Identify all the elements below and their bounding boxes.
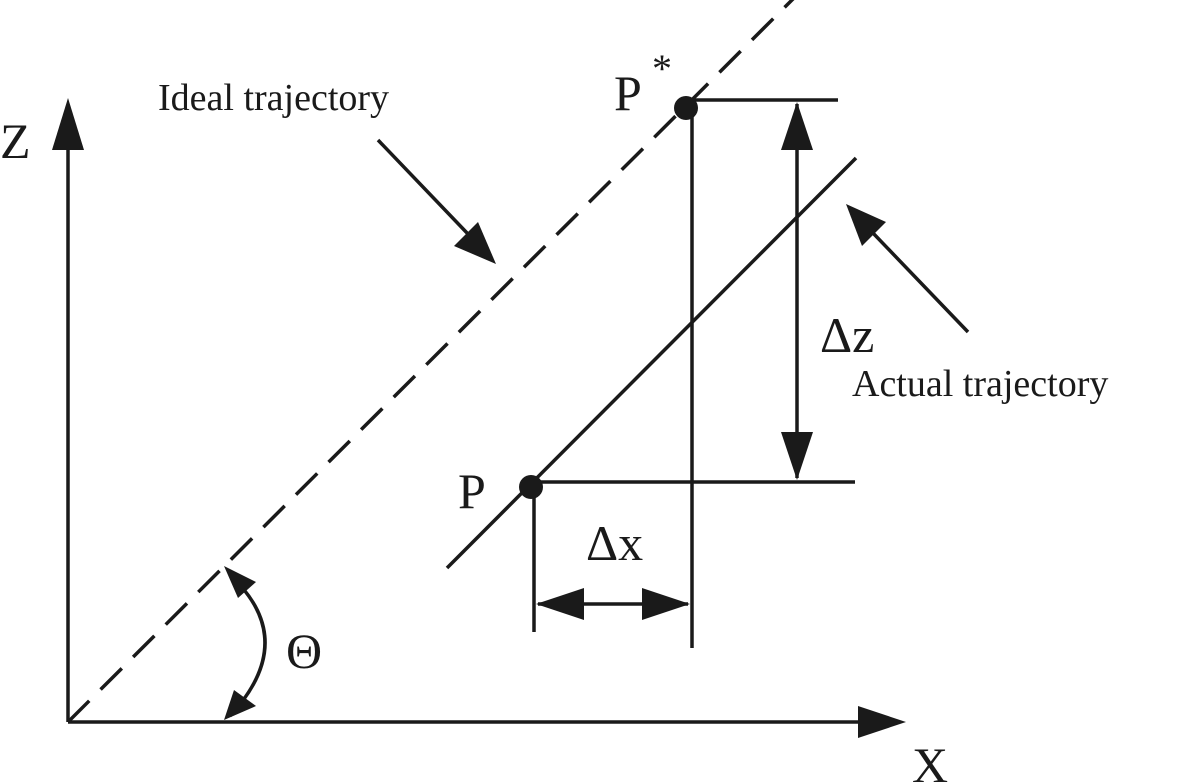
angle-label: Θ xyxy=(286,623,322,679)
delta-x-arrowhead-left xyxy=(536,588,584,620)
z-axis-label: Z xyxy=(0,113,31,169)
actual-trajectory-pointer-line xyxy=(870,230,970,334)
actual-trajectory-label: Actual trajectory xyxy=(852,363,1108,405)
ideal-trajectory-pointer-line xyxy=(376,138,470,236)
ideal-trajectory-line xyxy=(66,0,795,724)
point-p xyxy=(519,475,543,499)
z-axis-arrowhead xyxy=(52,98,84,150)
point-p-label: P xyxy=(458,463,486,519)
point-p-star-superscript: * xyxy=(652,46,672,91)
x-axis-arrowhead xyxy=(858,706,906,738)
angle-arc-arrowhead-bottom xyxy=(224,690,256,720)
ideal-trajectory-label: Ideal trajectory xyxy=(158,77,389,119)
x-axis-label: X xyxy=(912,737,948,782)
angle-arc-arrowhead-top xyxy=(224,566,256,598)
actual-trajectory-pointer-arrowhead xyxy=(846,204,886,246)
delta-x-label: Δx xyxy=(586,515,643,571)
ideal-trajectory-pointer-arrowhead xyxy=(454,222,496,264)
actual-trajectory-line xyxy=(445,156,858,570)
point-p-star-label: P xyxy=(614,65,642,121)
delta-x-arrowhead-right xyxy=(642,588,690,620)
delta-z-label: Δz xyxy=(820,307,874,363)
delta-z-arrowhead-top xyxy=(781,102,813,150)
delta-z-arrowhead-bottom xyxy=(781,432,813,480)
